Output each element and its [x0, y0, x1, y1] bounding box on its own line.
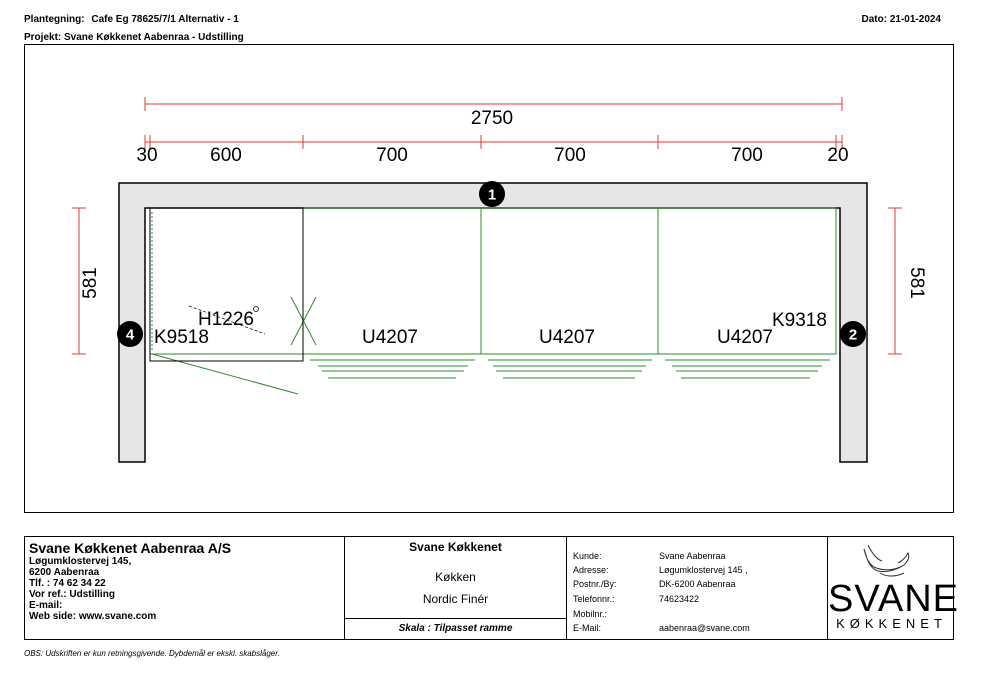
swan-icon: [863, 544, 910, 577]
wall-marker-1-label: 1: [488, 187, 496, 204]
cabinet-k9518-outline: [149, 207, 304, 362]
right-depth-dimension: [888, 207, 902, 355]
company-web-line: Web side: www.svane.com: [29, 611, 157, 622]
plan-title: Plantegning: Cafe Eg 78625/7/1 Alternati…: [24, 14, 239, 25]
customer-info: Kunde: Svane Aabenraa Adresse: Løgumklos…: [567, 537, 828, 639]
wall-outline: [118, 182, 868, 463]
label-k9518: K9518: [154, 327, 209, 348]
svane-logo: SVANE KØKKENET: [828, 537, 960, 639]
segment-label-1: 600: [210, 145, 242, 166]
customer-row-label: Adresse:: [573, 565, 609, 575]
customer-row-value: aabenraa@svane.com: [659, 623, 750, 633]
customer-row: Adresse: Løgumklostervej 145 ,: [573, 564, 823, 576]
company-city-line: 6200 Aabenraa: [29, 567, 100, 578]
product-brand: Svane Køkkenet: [409, 540, 502, 554]
plan-date: Dato: 21-01-2024: [861, 14, 941, 25]
customer-row-value: Svane Aabenraa: [659, 551, 726, 561]
customer-row-value: Løgumklostervej 145 ,: [659, 565, 748, 575]
segment-label-5: 20: [827, 145, 848, 166]
title-block: Svane Køkkenet Aabenraa A/S Løgumkloster…: [24, 536, 960, 640]
drawing-frame: [24, 44, 954, 513]
right-depth-label: 581: [906, 267, 927, 299]
customer-row-label: Mobilnr.:: [573, 609, 608, 619]
logo-subtitle: KØKKENET: [836, 616, 947, 631]
label-u4207-a: U4207: [362, 327, 418, 348]
plan-value: Cafe Eg 78625/7/1 Alternativ - 1: [91, 14, 239, 25]
wall-marker-1: 1: [479, 181, 505, 207]
segment-label-3: 700: [554, 145, 586, 166]
segment-dimension: [144, 135, 843, 149]
customer-row-value: DK-6200 Aabenraa: [659, 579, 736, 589]
overall-dimension: [144, 97, 843, 111]
h1226-leader: [188, 305, 266, 335]
segment-label-2: 700: [376, 145, 408, 166]
segment-label-4: 700: [731, 145, 763, 166]
product-info: Svane Køkkenet Køkken Nordic Finér Skala…: [345, 537, 567, 639]
overall-width-label: 2750: [471, 108, 513, 129]
customer-row: E-Mail: aabenraa@svane.com: [573, 622, 823, 634]
scale-label: Skala : Tilpasset ramme: [345, 618, 566, 639]
label-h1226: H1226: [198, 309, 254, 330]
label-u4207-c: U4207: [717, 327, 773, 348]
company-ref-line: Vor ref.: Udstilling: [29, 589, 115, 600]
customer-row: Postnr./By: DK-6200 Aabenraa: [573, 578, 823, 590]
label-u4207-b: U4207: [539, 327, 595, 348]
customer-row: Mobilnr.:: [573, 608, 823, 620]
company-name: Svane Køkkenet Aabenraa A/S: [29, 540, 232, 556]
wall-marker-2-label: 2: [849, 327, 857, 344]
customer-row-label: E-Mail:: [573, 623, 602, 633]
company-info: Svane Køkkenet Aabenraa A/S Løgumkloster…: [25, 537, 345, 639]
product-line-2: Nordic Finér: [422, 592, 489, 606]
left-depth-label: 581: [80, 267, 101, 299]
project-title: Projekt: Svane Køkkenet Aabenraa - Udsti…: [24, 32, 244, 43]
customer-row: Telefonnr.: 74623422: [573, 593, 823, 605]
company-address-line: Løgumklostervej 145,: [29, 556, 132, 567]
customer-row-label: Telefonnr.:: [573, 594, 615, 604]
product-line-1: Køkken: [435, 570, 476, 584]
label-k9318: K9318: [772, 310, 827, 331]
wall-marker-2: 2: [840, 321, 866, 347]
footnote: OBS: Udskriften er kun retningsgivende. …: [24, 649, 280, 658]
logo-word: SVANE: [828, 578, 960, 620]
company-email-line: E-mail:: [29, 600, 63, 611]
cabinet-run: [149, 207, 837, 395]
customer-row-label: Kunde:: [573, 551, 602, 561]
wall-marker-4: 4: [117, 321, 143, 347]
wall-marker-4-label: 4: [126, 327, 135, 344]
floor-plan: 2750 30 600 700 700 700 20 581 581: [72, 97, 927, 463]
customer-row-value: 74623422: [659, 594, 700, 604]
company-phone-line: Tlf. : 74 62 34 22: [29, 578, 106, 589]
customer-row: Kunde: Svane Aabenraa: [573, 550, 823, 562]
plan-label: Plantegning:: [24, 14, 85, 25]
segment-label-0: 30: [136, 145, 157, 166]
left-depth-dimension: [72, 207, 86, 355]
customer-row-label: Postnr./By:: [573, 579, 617, 589]
